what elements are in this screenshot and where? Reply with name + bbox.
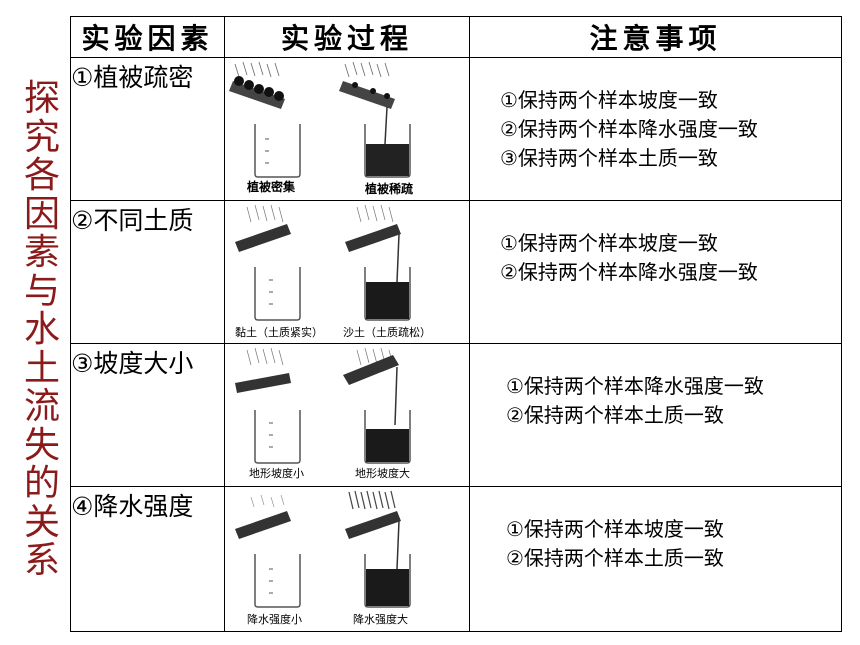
experiment-illustration: 降水强度小 降水强度大 <box>235 490 411 626</box>
side-title-char: 探 <box>23 78 60 119</box>
experiment-table: 实验因素 实验过程 注意事项 ①植被疏密 <box>70 16 842 632</box>
side-title-char: 因 <box>23 193 60 235</box>
process-cell: 植被密集 植被稀疏 <box>224 57 470 201</box>
side-title-char: 土 <box>23 347 60 389</box>
caption-left: 植被密集 <box>246 179 296 194</box>
note-item: ②保持两个样本降水强度一致 <box>500 260 758 284</box>
caption-right: 植被稀疏 <box>364 181 413 196</box>
table-row-soil: ②不同土质 <box>70 200 842 344</box>
caption-left: 地形坡度小 <box>249 466 304 480</box>
side-title-char: 究 <box>23 116 60 158</box>
factor-cell: ②不同土质 <box>70 200 225 344</box>
note-item: ①保持两个样本坡度一致 <box>500 88 718 112</box>
note-item: ②保持两个样本土质一致 <box>506 403 724 427</box>
caption-right: 沙土（土质疏松） <box>343 325 431 339</box>
side-title-char: 关 <box>23 501 60 543</box>
notes-list: ①保持两个样本降水强度一致 ②保持两个样本土质一致 <box>470 344 841 430</box>
header-process: 实验过程 <box>224 16 470 58</box>
side-title-char: 水 <box>23 309 60 350</box>
side-title-char: 的 <box>23 463 60 504</box>
factor-cell: ④降水强度 <box>70 486 225 632</box>
left-setup-illustration <box>235 494 301 608</box>
left-setup-illustration <box>235 347 301 464</box>
side-title-char: 系 <box>23 540 60 581</box>
experiment-illustration: 地形坡度小 地形坡度大 <box>235 347 411 480</box>
right-setup-illustration <box>345 490 411 608</box>
table-row-slope: ③坡度大小 <box>70 343 842 487</box>
side-title-char: 流 <box>23 386 60 427</box>
side-title-char: 失 <box>23 424 60 466</box>
factor-cell: ①植被疏密 <box>70 57 225 201</box>
notes-cell: ①保持两个样本坡度一致 ②保持两个样本土质一致 <box>469 486 842 632</box>
note-item: ②保持两个样本降水强度一致 <box>500 117 758 141</box>
factor-cell: ③坡度大小 <box>70 343 225 487</box>
left-setup-illustration <box>229 61 301 178</box>
caption-left: 黏土（土质紧实） <box>235 325 323 339</box>
experiment-illustration: 植被密集 植被稀疏 <box>229 61 413 196</box>
process-cell: 黏土（土质紧实） 沙土（土质疏松） <box>224 200 470 344</box>
notes-list: ①保持两个样本坡度一致 ②保持两个样本降水强度一致 ③保持两个样本土质一致 <box>470 58 841 173</box>
caption-left: 降水强度小 <box>247 612 302 626</box>
caption-right: 降水强度大 <box>353 612 408 626</box>
right-setup-illustration <box>339 61 411 178</box>
notes-list: ①保持两个样本坡度一致 ②保持两个样本降水强度一致 <box>470 201 841 287</box>
header-factor: 实验因素 <box>70 16 225 58</box>
notes-cell: ①保持两个样本坡度一致 ②保持两个样本降水强度一致 <box>469 200 842 344</box>
note-item: ①保持两个样本坡度一致 <box>500 231 718 255</box>
header-notes: 注意事项 <box>469 16 842 58</box>
notes-cell: ①保持两个样本降水强度一致 ②保持两个样本土质一致 <box>469 343 842 487</box>
note-item: ③保持两个样本土质一致 <box>500 146 718 170</box>
notes-cell: ①保持两个样本坡度一致 ②保持两个样本降水强度一致 ③保持两个样本土质一致 <box>469 57 842 201</box>
process-cell: 降水强度小 降水强度大 <box>224 486 470 632</box>
table-row-rainfall: ④降水强度 <box>70 486 842 632</box>
caption-right: 地形坡度大 <box>355 466 410 480</box>
side-title-char: 各 <box>23 155 60 196</box>
side-title-char: 素 <box>23 232 60 273</box>
experiment-illustration: 黏土（土质紧实） 沙土（土质疏松） <box>235 204 431 339</box>
notes-list: ①保持两个样本坡度一致 ②保持两个样本土质一致 <box>470 487 841 573</box>
note-item: ①保持两个样本降水强度一致 <box>506 374 764 398</box>
left-setup-illustration <box>235 204 301 321</box>
right-setup-illustration <box>345 204 411 321</box>
right-setup-illustration <box>343 347 411 464</box>
note-item: ①保持两个样本坡度一致 <box>506 517 724 541</box>
side-title-char: 与 <box>23 270 60 312</box>
side-title: 探究各因素与水土流失的关系 <box>20 78 64 581</box>
table-row-vegetation: ①植被疏密 <box>70 57 842 201</box>
note-item: ②保持两个样本土质一致 <box>506 546 724 570</box>
process-cell: 地形坡度小 地形坡度大 <box>224 343 470 487</box>
header-row: 实验因素 实验过程 注意事项 <box>70 16 842 58</box>
